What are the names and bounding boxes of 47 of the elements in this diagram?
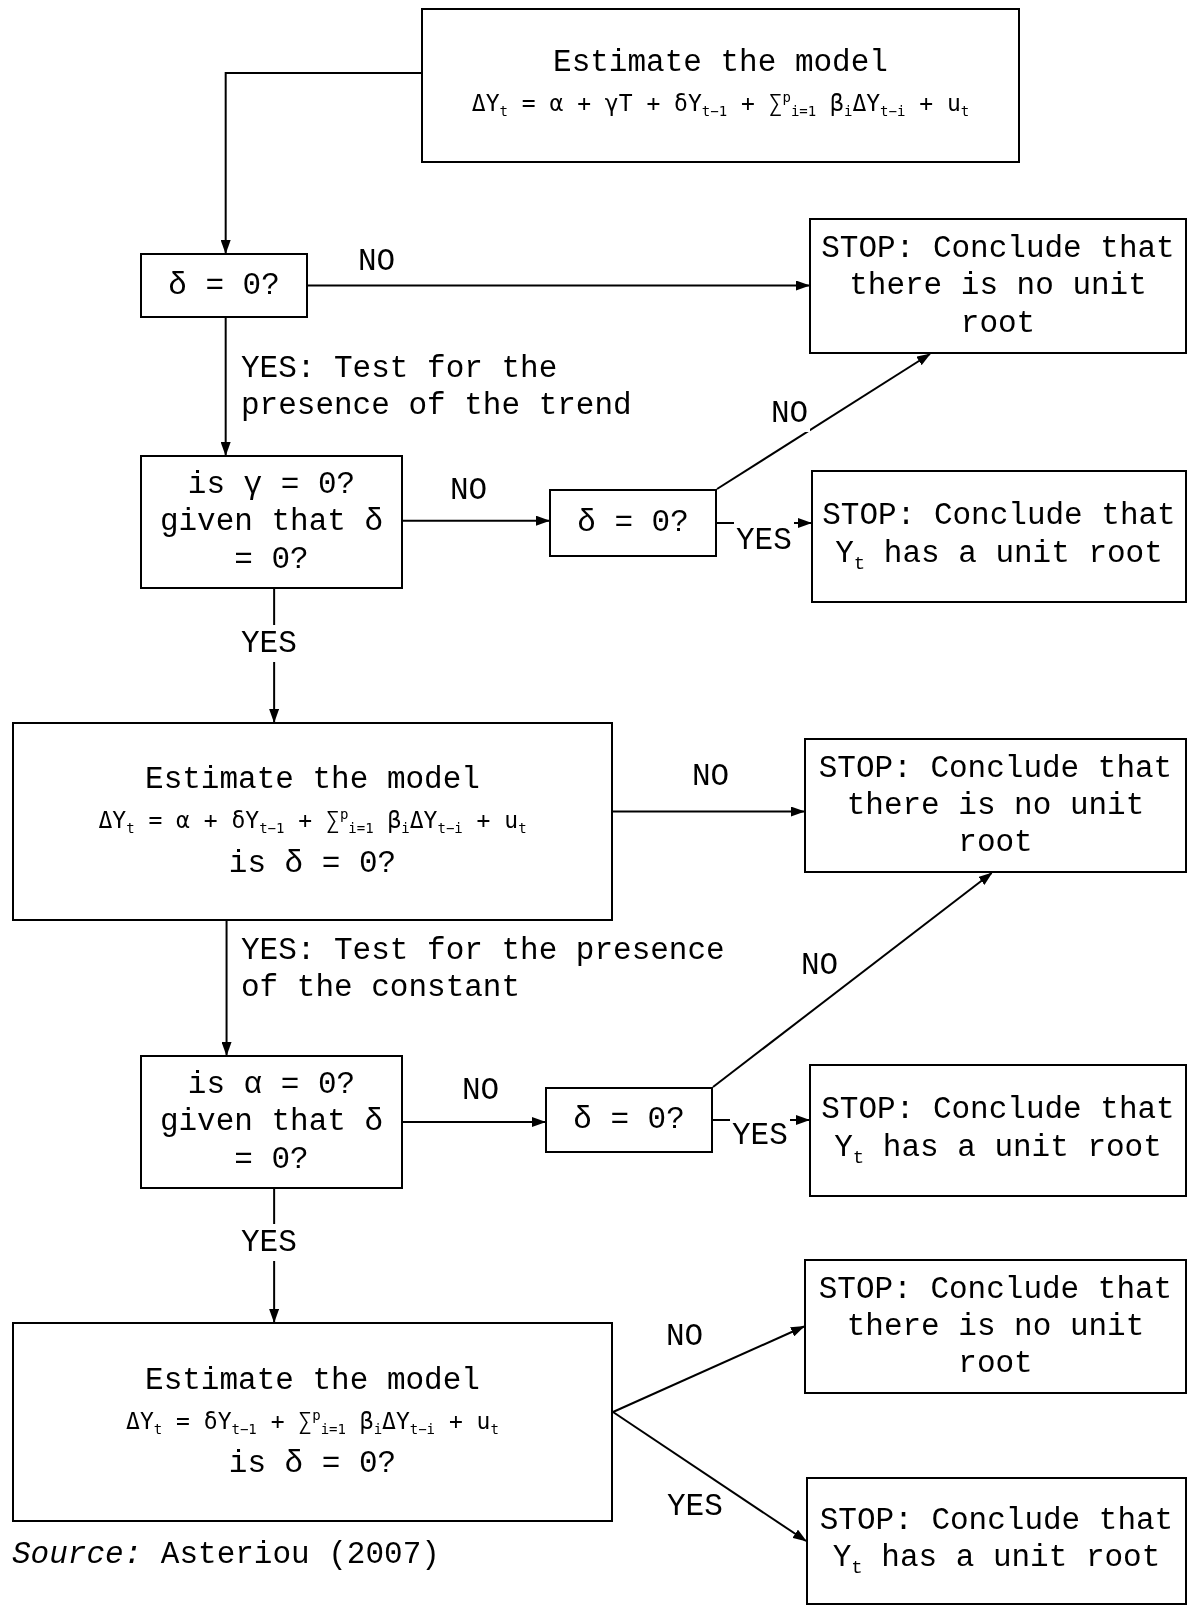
box-text: STOP: Conclude that there is no unit root	[817, 749, 1174, 862]
box-text: is δ = 0?	[228, 1445, 397, 1483]
box-text: STOP: Conclude that Y$_{t}$ has a unit root	[821, 497, 1177, 576]
edge-label: YES	[239, 625, 299, 663]
box-text: STOP: Conclude that there is no unit root	[817, 1270, 1174, 1383]
arrow	[402, 515, 550, 526]
box-text: Estimate the model	[145, 761, 480, 799]
box-text: Estimate the model	[145, 1361, 480, 1399]
process-box	[140, 253, 308, 318]
process-box	[140, 1055, 403, 1189]
process-box	[12, 1322, 613, 1522]
process-box	[12, 722, 613, 921]
arrow	[220, 72, 422, 254]
process-box	[421, 8, 1020, 163]
equation: ΔY$_{t}$ = δY$_{t−1}$ + ∑$^{p}$$_{i=1}$ β$_{i}$ΔY$_{t−i}$ + u$_{t}$	[126, 1406, 499, 1438]
arrow	[221, 920, 232, 1056]
box-text: δ = 0?	[577, 504, 689, 542]
equation: ΔY$_{t}$ = α + δY$_{t−1}$ + ∑$^{p}$$_{i=1}$ β$_{i}$ΔY$_{t−i}$ + u$_{t}$	[98, 806, 527, 837]
arrow	[612, 1411, 807, 1542]
equation: ΔY$_{t}$ = α + γT + δY$_{t−1}$ + ∑$^{p}$$_{i=1}$ β$_{i}$ΔY$_{t−i}$ + u$_{t}$	[471, 88, 970, 120]
box-text: STOP: Conclude that Y$_{t}$ has a unit root	[820, 1091, 1176, 1170]
box-text: STOP: Conclude that Y$_{t}$ has a unit root	[818, 1501, 1175, 1581]
arrow	[716, 353, 931, 490]
edge-label: YES	[239, 1224, 299, 1262]
arrow	[402, 1117, 546, 1127]
arrow	[612, 806, 805, 817]
arrow	[307, 280, 810, 291]
process-box	[804, 1259, 1187, 1394]
box-text: STOP: Conclude that there is no unit root	[820, 230, 1176, 342]
box-text: is γ = 0? given that δ = 0?	[158, 466, 385, 578]
box-text: is δ = 0?	[228, 844, 397, 882]
process-box	[806, 1477, 1187, 1605]
process-box	[545, 1087, 713, 1153]
process-box	[549, 489, 717, 557]
box-text: δ = 0?	[168, 266, 280, 305]
process-box	[811, 470, 1187, 603]
process-box	[140, 455, 403, 589]
box-text: Estimate the model	[553, 43, 888, 81]
source-note: Source: Asteriou (2007)	[12, 1537, 440, 1572]
box-text: δ = 0?	[573, 1101, 685, 1139]
arrow	[612, 1325, 805, 1413]
box-text: is α = 0? given that δ = 0?	[158, 1066, 385, 1178]
arrow	[220, 317, 231, 456]
process-box	[804, 738, 1187, 873]
process-box	[809, 1064, 1187, 1197]
arrow	[712, 872, 993, 1088]
process-box	[809, 218, 1187, 354]
